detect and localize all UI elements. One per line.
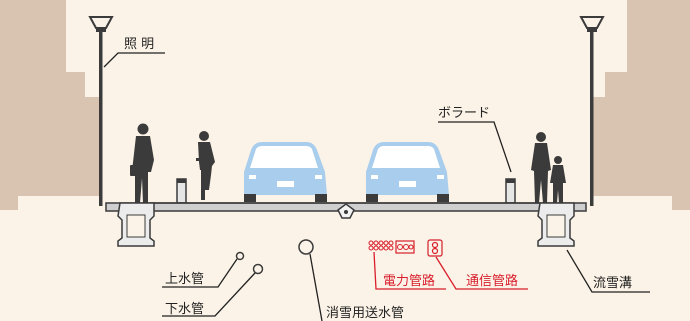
snow-melt-pipe (298, 239, 314, 255)
bollard-left (176, 178, 187, 204)
sewer-pipe-label: 下水管 (165, 302, 204, 317)
snow-gutter-left (117, 202, 155, 247)
street-light-left (88, 16, 114, 206)
snow-gutter-label: 流雪溝 (593, 276, 632, 291)
sewer-pipe (252, 263, 264, 275)
lighting-label: 照 明 (124, 37, 154, 52)
telecom-conduit-icon (427, 239, 443, 257)
snow-melt-pipe-label: 消雪用送水管 (326, 306, 404, 321)
street-light-right (579, 16, 605, 206)
car-left-icon (244, 142, 327, 202)
water-main-pipe (235, 251, 245, 261)
bollard-right (505, 178, 516, 204)
bollard-label: ボラード (438, 106, 490, 121)
sewer-pipe-leader (162, 272, 256, 317)
snow-melt-leader (309, 253, 323, 321)
snow-gutter-right (537, 202, 575, 247)
water-main-label: 上水管 (165, 272, 204, 287)
cyclist-icon (196, 131, 215, 200)
building-right (592, 0, 690, 210)
power-conduit-label: 電力管路 (383, 273, 435, 289)
snow-gutter-leader (566, 249, 650, 293)
center-drain-icon (337, 203, 355, 219)
water-main-leader (162, 258, 238, 288)
pedestrian-child-right-icon (550, 156, 566, 203)
car-right-icon (366, 142, 449, 202)
telecom-conduit-label: 通信管路 (466, 273, 518, 289)
pedestrian-left-icon (130, 123, 154, 203)
power-conduit-icon (368, 240, 415, 254)
building-left (0, 0, 99, 210)
pedestrian-adult-right-icon (531, 132, 551, 203)
power-conduit-leader (373, 251, 446, 290)
telecom-conduit-leader (435, 256, 528, 290)
lighting-leader (103, 52, 165, 68)
bollard-leader (438, 121, 512, 173)
